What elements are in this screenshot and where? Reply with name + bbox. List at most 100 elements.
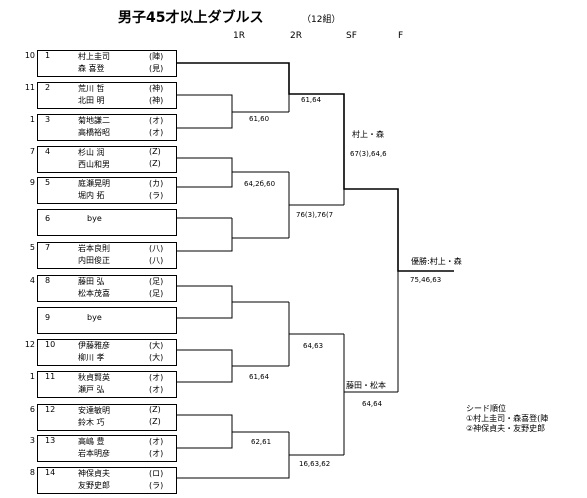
player-box	[37, 435, 177, 462]
match-score: 61,64	[249, 373, 270, 381]
player-name: 荒川 哲	[78, 84, 105, 93]
player-name: 瀬戸 弘	[78, 385, 105, 394]
seed-order: シード順位 ①村上圭司・森喜登(陣 ②神保貞夫・友野史郎	[466, 404, 548, 434]
player-box	[37, 371, 177, 398]
player-name: 高嶋 豊	[78, 437, 105, 446]
player-name: 伊藤雅彦	[78, 341, 110, 350]
draw-number: 5	[45, 178, 51, 187]
bye-label: bye	[87, 214, 102, 223]
player-club: (神)	[149, 96, 164, 105]
group-count: （12組）	[302, 15, 341, 25]
player-box	[37, 209, 177, 236]
player-box	[37, 50, 177, 77]
match-score: 64,2б,60	[244, 180, 276, 188]
draw-number: 10	[45, 340, 56, 349]
player-club: (Z)	[149, 147, 161, 156]
player-name: 松本茂喜	[78, 289, 110, 298]
player-club: (見)	[149, 64, 164, 73]
player-club: (足)	[149, 277, 164, 286]
seed-number: 5	[29, 243, 35, 252]
draw-number: 7	[45, 243, 51, 252]
player-name: 村上圭司	[78, 52, 110, 61]
player-name: 藤田 弘	[78, 277, 105, 286]
player-club: (八)	[149, 256, 164, 265]
player-box	[37, 177, 177, 204]
seed-order-item: ①村上圭司・森喜登(陣	[466, 414, 549, 423]
player-club: (オ)	[149, 437, 164, 446]
seed-order-title: シード順位	[466, 404, 506, 413]
seed-order-item: ②神保貞夫・友野史郎	[466, 424, 546, 433]
draw-number: 4	[45, 147, 51, 156]
seed-number: 1	[29, 115, 35, 124]
player-box	[37, 467, 177, 494]
player-box	[37, 114, 177, 141]
champion-label: 優勝:村上・森	[411, 257, 462, 266]
match-score: 76(3),76(7	[296, 211, 334, 219]
player-club: (ラ)	[149, 191, 164, 200]
round-header-2r: 2R	[290, 31, 302, 41]
player-club: (足)	[149, 289, 164, 298]
player-club: (Z)	[149, 159, 161, 168]
player-name: 鈴木 巧	[78, 418, 105, 427]
player-club: (オ)	[149, 128, 164, 137]
player-name: 堀内 拓	[78, 191, 105, 200]
player-club: (オ)	[149, 385, 164, 394]
player-name: 北田 明	[78, 96, 105, 105]
player-box	[37, 307, 177, 334]
player-name: 友野史郎	[78, 481, 110, 490]
player-club: (神)	[149, 84, 164, 93]
draw-number: 9	[45, 313, 51, 322]
player-name: 高橋裕昭	[78, 128, 110, 137]
player-club: (Z)	[149, 417, 161, 426]
player-club: (八)	[149, 244, 164, 253]
draw-number: 1	[45, 51, 51, 60]
draw-number: 3	[45, 115, 51, 124]
match-score: 61,60	[249, 115, 270, 123]
seed-number: 10	[24, 51, 35, 60]
match-score: 64,64	[362, 400, 383, 408]
draw-number: 13	[45, 436, 56, 445]
player-club: (大)	[149, 341, 164, 350]
seed-number: 7	[29, 147, 35, 156]
round-header-1r: 1R	[233, 31, 245, 41]
player-name: 森 喜登	[78, 64, 105, 73]
draw-number: 14	[45, 468, 56, 477]
seed-number: 8	[29, 468, 35, 477]
player-name: 岩本良則	[78, 244, 110, 253]
match-score: 16,63,62	[299, 460, 331, 468]
seed-number: 11	[24, 83, 35, 92]
player-club: (ラ)	[149, 481, 164, 490]
player-club: (オ)	[149, 449, 164, 458]
match-score: 67(3),64,6	[350, 150, 387, 158]
player-box	[37, 275, 177, 302]
player-name: 秋貞賢英	[78, 373, 110, 382]
player-box	[37, 242, 177, 269]
seed-number: 4	[29, 276, 35, 285]
match-score: 64,63	[303, 342, 324, 350]
seed-number: 12	[24, 340, 35, 349]
player-club: (ロ)	[149, 469, 164, 478]
draw-number: 6	[45, 214, 51, 223]
player-box	[37, 82, 177, 109]
player-club: (大)	[149, 353, 164, 362]
player-club: (カ)	[149, 179, 164, 188]
player-box	[37, 146, 177, 173]
round-header-sf: SF	[346, 31, 357, 41]
player-name: 杉山 润	[78, 148, 105, 157]
match-score: 61,64	[301, 96, 322, 104]
draw-number: 12	[45, 405, 56, 414]
player-name: 神保貞夫	[78, 469, 110, 478]
player-club: (オ)	[149, 116, 164, 125]
player-box	[37, 404, 177, 431]
seed-number: 3	[29, 436, 35, 445]
player-name: 柳川 孝	[78, 353, 105, 362]
draw-number: 11	[45, 372, 56, 381]
player-club: (陣)	[149, 52, 164, 61]
round-header-f: F	[398, 31, 404, 41]
player-club: (オ)	[149, 373, 164, 382]
draw-number: 2	[45, 83, 51, 92]
seed-number: 9	[29, 178, 35, 187]
draw-number: 8	[45, 276, 51, 285]
player-name: 菊地謙二	[78, 116, 110, 125]
